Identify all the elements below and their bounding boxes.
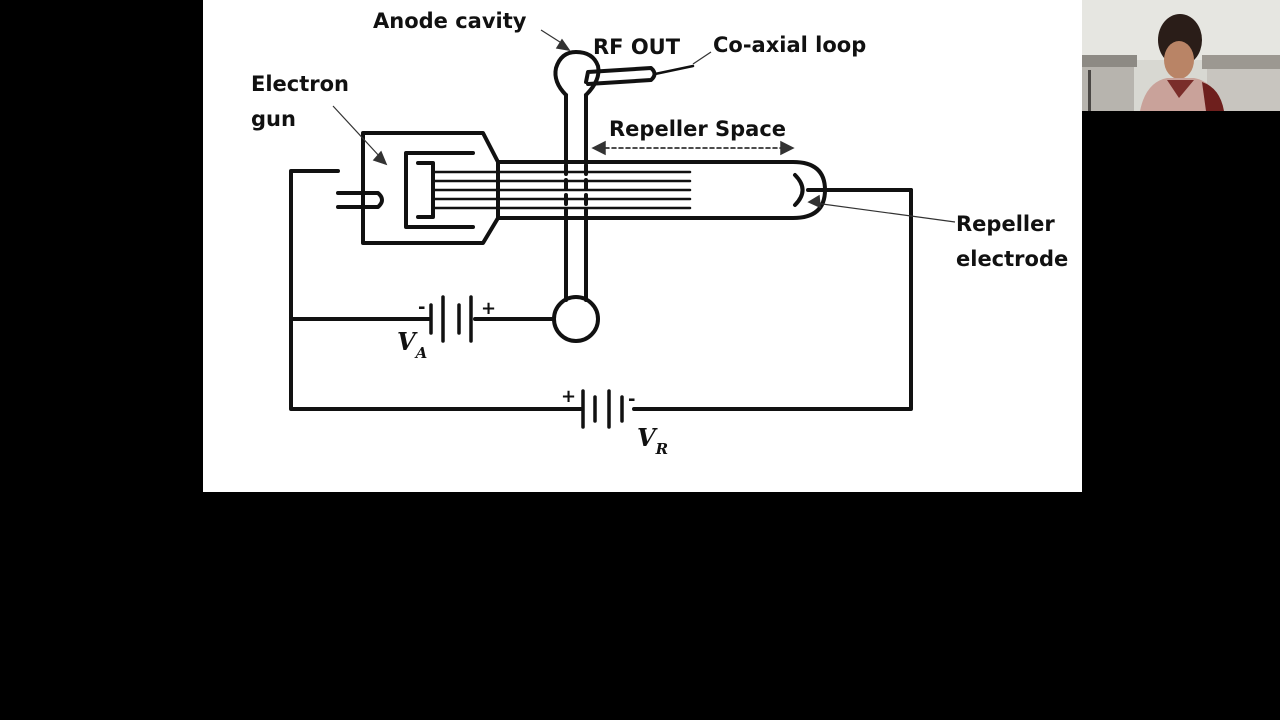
va-symbol-letter: V [397,327,418,356]
electron-gun-pointer [332,105,382,159]
anode-cavity-bottom-bulb [552,295,600,343]
circuit-wire [632,188,913,411]
circuit-wire [289,169,583,411]
label-anode-cavity: Anode cavity [373,9,527,33]
presenter-video-icon [1082,0,1280,111]
label-repeller-electrode-line2: electrode [956,247,1068,271]
label-coaxial-loop: Co-axial loop [713,33,866,57]
label-electron-gun-line2: gun [251,107,296,131]
anode-cavity-top-bulb [553,50,601,97]
cathode [336,191,384,209]
anode-cavity-arrowhead [555,38,571,52]
repeller-space-arrowhead-right [780,140,795,156]
repeller-electrode-pointer [814,202,956,223]
vr-symbol: VR [637,423,668,458]
va-plus-sign: + [481,298,496,319]
electron-gun-focus [416,161,435,219]
label-repeller-space: Repeller Space [609,117,786,141]
reflex-klystron-diagram: Anode cavity RF OUT Co-axial loop Electr… [251,9,1068,458]
electron-gun-cup [404,151,475,229]
electron-gun-arrowhead [372,150,388,166]
vr-plus-sign: + [561,386,576,407]
vr-minus-sign: - [628,389,635,410]
label-electron-gun-line1: Electron [251,72,349,96]
vr-symbol-subscript: R [655,440,668,458]
label-repeller-electrode-line1: Repeller [956,212,1055,236]
presenter-video-thumbnail [1082,0,1280,111]
repeller-space-arrowhead-left [591,140,606,156]
va-symbol: VA [397,327,427,362]
repeller-electrode-arrowhead [807,194,821,209]
coaxial-lead [653,64,695,76]
va-symbol-subscript: A [414,344,428,362]
label-rf-out: RF OUT [593,35,681,59]
vr-symbol-letter: V [637,423,658,452]
va-minus-sign: - [418,297,425,318]
repeller-electrode [793,173,805,207]
coaxial-loop-pointer [692,51,712,65]
anode-cavity-pointer [540,29,564,45]
slide-canvas: Anode cavity RF OUT Co-axial loop Electr… [203,0,1082,492]
